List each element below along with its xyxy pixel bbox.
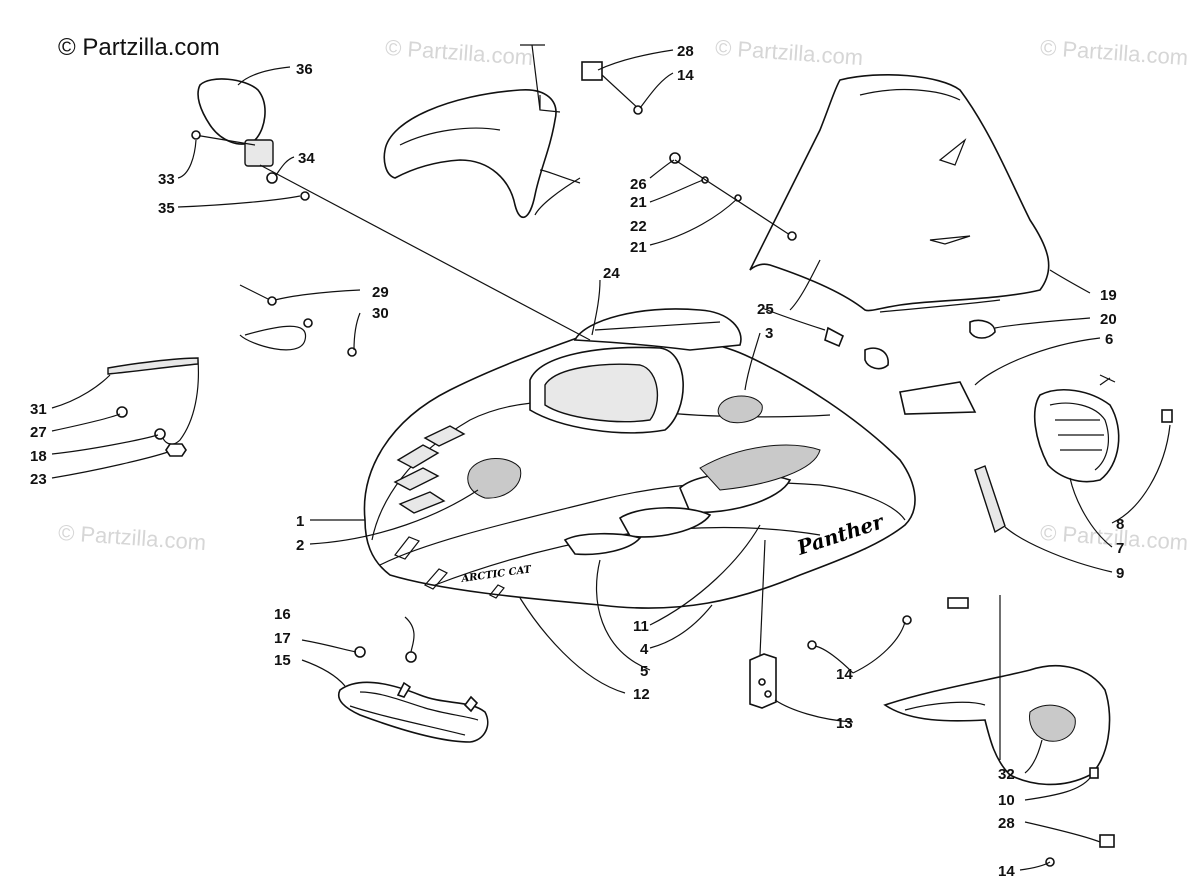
console-fasteners xyxy=(520,44,797,241)
callout-15: 15 xyxy=(274,652,291,669)
callout-28: 28 xyxy=(677,43,694,60)
callout-11: 11 xyxy=(633,618,649,635)
headlight-lens[interactable] xyxy=(1033,389,1120,483)
callout-19: 19 xyxy=(1100,287,1117,304)
callout-1: 1 xyxy=(296,513,304,530)
callout-29: 29 xyxy=(372,284,389,301)
decal-2 xyxy=(467,458,522,499)
callout-4: 4 xyxy=(640,641,649,658)
front-bumper[interactable] xyxy=(338,646,489,743)
console-cover[interactable] xyxy=(383,89,561,219)
callout-32: 32 xyxy=(998,766,1015,783)
callout-16: 16 xyxy=(274,606,291,623)
callout-3: 3 xyxy=(765,325,773,342)
dash-panel[interactable] xyxy=(529,308,742,434)
cable-assembly xyxy=(107,284,357,457)
callout-31: 31 xyxy=(30,401,47,418)
callout-17: 17 xyxy=(274,630,291,647)
callout-22: 22 xyxy=(630,218,647,235)
mount-bracket[interactable] xyxy=(749,539,817,709)
trim-decal[interactable] xyxy=(899,381,977,415)
headlight-clips xyxy=(1099,374,1173,423)
copyright-notice: © Partzilla.com xyxy=(58,34,220,61)
callout-6: 6 xyxy=(1105,331,1113,348)
callout-10: 10 xyxy=(998,792,1015,809)
side-handle[interactable] xyxy=(974,465,1006,534)
callout-26: 26 xyxy=(630,176,647,193)
callout-14: 14 xyxy=(998,863,1015,880)
nose-pan[interactable] xyxy=(883,595,1115,867)
leader-lines xyxy=(51,49,1171,871)
decal-3 xyxy=(717,395,763,424)
callout-18: 18 xyxy=(30,448,47,465)
callout-28: 28 xyxy=(998,815,1015,832)
windshield[interactable] xyxy=(749,74,1050,313)
callout-14: 14 xyxy=(677,67,694,84)
callout-27: 27 xyxy=(30,424,47,441)
callout-34: 34 xyxy=(298,150,315,167)
callout-33: 33 xyxy=(158,171,175,188)
callout-8: 8 xyxy=(1116,516,1124,533)
callout-21: 21 xyxy=(630,194,647,211)
mirror-hardware xyxy=(191,130,591,341)
callout-25: 25 xyxy=(757,301,774,318)
side-vent-panels[interactable] xyxy=(563,444,821,556)
callout-14: 14 xyxy=(836,666,853,683)
callout-21: 21 xyxy=(630,239,647,256)
callout-5: 5 xyxy=(640,663,648,680)
callout-30: 30 xyxy=(372,305,389,322)
hood-side-vents xyxy=(393,425,466,514)
callout-12: 12 xyxy=(633,686,650,703)
callout-24: 24 xyxy=(603,265,620,282)
latch-hardware xyxy=(789,259,996,370)
callout-23: 23 xyxy=(30,471,47,488)
callout-35: 35 xyxy=(158,200,175,217)
callout-2: 2 xyxy=(296,537,304,554)
callout-labels: 36 33 34 35 28 14 26 21 22 21 24 29 30 3… xyxy=(30,43,1124,880)
callout-7: 7 xyxy=(1116,540,1124,557)
mirror[interactable] xyxy=(197,78,274,167)
callout-36: 36 xyxy=(296,61,313,78)
callout-9: 9 xyxy=(1116,565,1124,582)
callout-13: 13 xyxy=(836,715,853,732)
callout-20: 20 xyxy=(1100,311,1117,328)
